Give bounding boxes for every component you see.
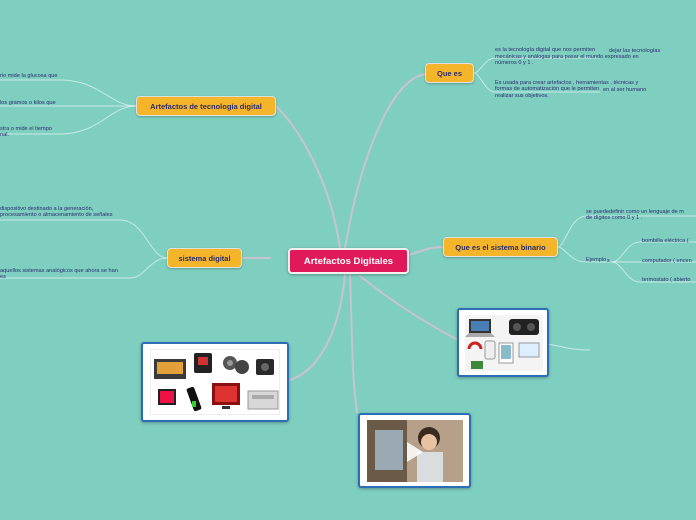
topic-text[interactable]: dispositivo destinado a la generación, bbox=[0, 206, 94, 212]
topic-text[interactable]: aquellos sistemas analógicos que ahora s… bbox=[0, 268, 118, 274]
topic-text[interactable]: procesamiento o almacenamiento de señale… bbox=[0, 212, 113, 218]
gadgets-illustration bbox=[465, 315, 543, 371]
video-thumbnail[interactable] bbox=[358, 413, 471, 488]
topic-text[interactable]: stra o mide el tiempo bbox=[0, 126, 52, 132]
topic-text[interactable]: se puede bbox=[586, 209, 610, 215]
topic-text[interactable]: termostato ( abierto bbox=[642, 277, 691, 283]
topic-text[interactable]: números 0 y 1 . bbox=[495, 60, 534, 66]
branch-sistema-binario[interactable]: Que es el sistema binario bbox=[443, 237, 558, 257]
topic-text[interactable]: bombilla eléctrica ( bbox=[642, 238, 689, 244]
topic-text[interactable]: rio mide la glucosa que bbox=[0, 73, 58, 79]
central-topic-label: Artefactos Digitales bbox=[303, 255, 394, 267]
play-icon bbox=[407, 442, 423, 462]
gadgets-image[interactable] bbox=[457, 308, 549, 377]
branch-que-es[interactable]: Que es bbox=[425, 63, 474, 83]
devices-collage-image[interactable] bbox=[141, 342, 289, 422]
topic-text[interactable]: computador ( encen bbox=[642, 258, 692, 264]
topic-text[interactable]: Ejemplo bbox=[586, 257, 607, 263]
topic-text[interactable]: nal. bbox=[0, 132, 10, 138]
branch-artefactos-tecnologia[interactable]: Artefactos de tecnología digital bbox=[136, 96, 276, 116]
topic-text[interactable]: s bbox=[607, 258, 610, 264]
topic-text[interactable]: de dígitos como 0 y 1 . bbox=[586, 215, 643, 221]
devices-illustration bbox=[150, 349, 280, 415]
topic-text[interactable]: definir como un lenguaje de m bbox=[609, 209, 684, 215]
topic-text[interactable]: es bbox=[0, 274, 6, 280]
topic-text[interactable]: los gramos o kilos que bbox=[0, 100, 56, 106]
branch-label: Que es el sistema binario bbox=[455, 242, 546, 252]
branch-label: sistema digital bbox=[178, 253, 231, 263]
branch-label: Artefactos de tecnología digital bbox=[150, 101, 262, 111]
topic-text[interactable]: mecánicas y análogas para pasar el mundo… bbox=[495, 54, 639, 60]
topic-text[interactable]: Es usada para crear artefactos , herrami… bbox=[495, 80, 639, 86]
topic-text[interactable]: en al ser humano bbox=[603, 87, 647, 93]
video-illustration bbox=[367, 420, 463, 482]
topic-text[interactable]: dejar las tecnologías bbox=[609, 48, 661, 54]
branch-label: Que es bbox=[436, 68, 462, 78]
branch-sistema-digital[interactable]: sistema digital bbox=[167, 248, 242, 268]
central-topic[interactable]: Artefactos Digitales bbox=[288, 248, 409, 274]
topic-text[interactable]: realizar sus objetivos. bbox=[495, 93, 549, 99]
topic-text[interactable]: es la tecnología digital que nos permite… bbox=[495, 47, 596, 53]
topic-text[interactable]: formas de automatización que le permiten bbox=[495, 86, 600, 92]
